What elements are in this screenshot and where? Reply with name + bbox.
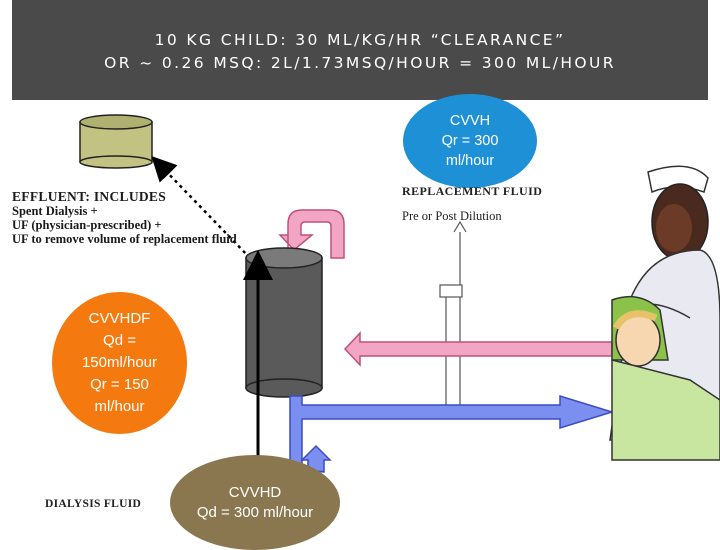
replacement-fluid-line <box>439 220 467 420</box>
effluent-bag-icon <box>79 114 153 169</box>
pink-loop-arrow <box>278 209 345 259</box>
replacement-fluid-title: REPLACEMENT FLUID <box>402 184 543 198</box>
effluent-line-4: UF to remove volume of replacement fluid <box>12 232 237 246</box>
replacement-fluid-subtitle: Pre or Post Dilution <box>402 209 502 223</box>
cvvh-rate: Qr = 300 <box>441 133 499 149</box>
dialysis-fluid-label: DIALYSIS FLUID <box>45 498 142 510</box>
header-line-2: OR ~ 0.26 MSQ: 2L/1.73MSQ/HOUR = 300 ML/… <box>104 54 616 72</box>
blue-outflow-arrow <box>289 394 615 469</box>
effluent-line-2: Spent Dialysis + <box>12 204 98 218</box>
cvvhd-bubble: CVVHD Qd = 300 ml/hour <box>170 455 340 550</box>
cvvhdf-bubble: CVVHDF Qd = 150ml/hour Qr = 150 ml/hour <box>52 292 187 434</box>
cvvh-bubble: CVVH Qr = 300 ml/hour <box>403 94 537 188</box>
cvvhdf-qd-label: Qd = <box>103 332 136 349</box>
cvvh-unit: ml/hour <box>445 153 495 169</box>
cvvh-title: CVVH <box>449 113 491 129</box>
cvvhdf-qd-value: 150ml/hour <box>81 354 158 371</box>
effluent-dotted-arrow <box>151 156 251 259</box>
header-line-1: 10 KG CHILD: 30 ML/KG/HR “CLEARANCE” <box>154 31 566 49</box>
cvvhd-title: CVVHD <box>228 483 282 501</box>
cvvhdf-qr-unit: ml/hour <box>94 398 145 415</box>
header-banner: 10 KG CHILD: 30 ML/KG/HR “CLEARANCE” OR … <box>12 0 708 100</box>
pink-arrow <box>343 331 613 367</box>
child-patient-illustration <box>611 295 720 461</box>
cvvhdf-qr-label: Qr = 150 <box>90 376 149 393</box>
cvvhdf-title: CVVHDF <box>88 310 151 327</box>
effluent-line-3: UF (physician-prescribed) + <box>12 218 162 232</box>
cvvhd-rate: Qd = 300 ml/hour <box>196 503 314 521</box>
effluent-heading: EFFLUENT: INCLUDES <box>12 189 167 204</box>
effluent-description: EFFLUENT: INCLUDES Spent Dialysis + UF (… <box>12 189 237 247</box>
